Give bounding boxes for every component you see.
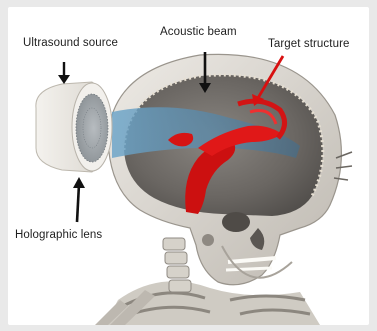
ultrasound-source-label: Ultrasound source [23,37,118,50]
target-structure-label: Target structure [268,38,350,51]
arrow-ultrasound-source [58,62,70,84]
skull [108,54,352,284]
figure-panel [8,7,369,325]
arrow-holographic-lens [73,177,85,222]
holographic-lens-label: Holographic lens [15,229,102,242]
ultrasound-skull-illustration [8,7,369,325]
acoustic-beam-label: Acoustic beam [160,26,237,39]
holographic-lens [76,94,108,162]
